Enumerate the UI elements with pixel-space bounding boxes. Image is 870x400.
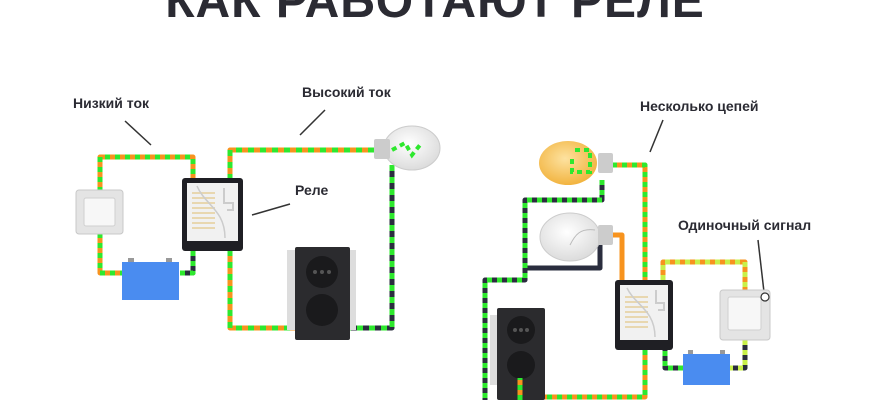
relay-left	[182, 178, 243, 251]
power-socket-right	[490, 308, 545, 400]
light-bulb-off	[539, 212, 613, 262]
battery-right	[683, 350, 730, 385]
light-bulb-left	[374, 125, 441, 171]
light-bulb-lit	[539, 141, 613, 185]
light-switch-right	[719, 289, 771, 341]
label-single-signal: Одиночный сигнал	[678, 217, 812, 233]
battery-left	[122, 258, 179, 300]
label-relay: Реле	[295, 182, 329, 198]
label-low-current: Низкий ток	[73, 95, 150, 111]
label-multiple-circuits: Несколько цепей	[640, 98, 759, 114]
light-switch-left	[75, 189, 124, 235]
right-wires	[482, 162, 748, 400]
label-high-current: Высокий ток	[302, 84, 391, 100]
relay-right	[615, 280, 673, 350]
page-title: КАК РАБОТАЮТ РЕЛЕ	[165, 0, 705, 28]
pointer-lines	[124, 109, 765, 293]
power-socket-left	[287, 247, 356, 340]
